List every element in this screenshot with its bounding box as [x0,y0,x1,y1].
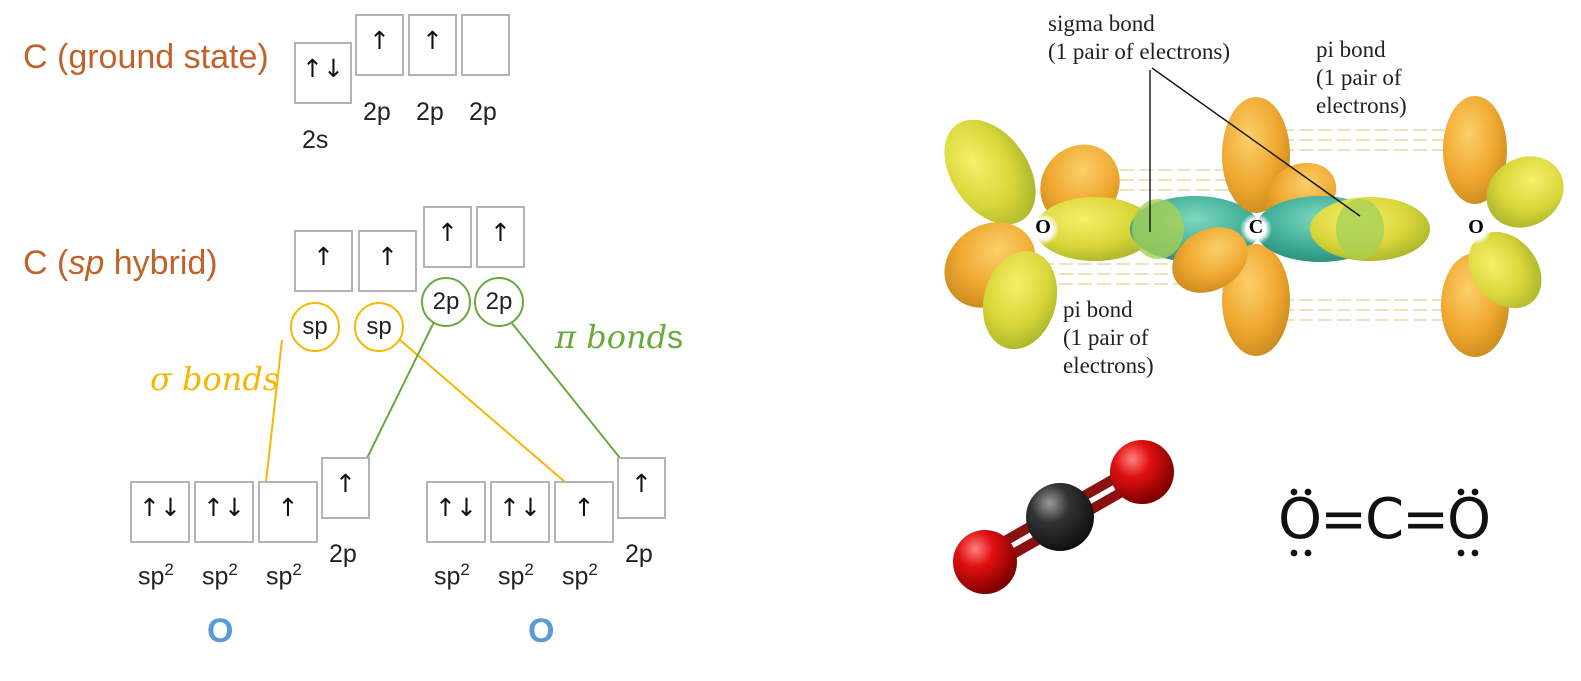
o1-atom-label: O [207,612,234,650]
sigma-overlap-right [1336,199,1384,259]
o2-label-1: sp2 [434,560,470,591]
ground-2p-label-3: 2p [469,98,497,126]
ground-2p-box-1: ↑ [355,14,404,76]
o1-box-3: ↑ [258,481,318,543]
sp-2p-box-2: ↑ [476,206,525,268]
o2-label-4: 2p [625,540,653,568]
lewis-lone-pairs [1290,488,1479,557]
o2-box-1: ↑↓ [426,481,486,543]
o1-label-3: sp2 [266,560,302,591]
left-oxygen-lobes [944,119,1155,350]
ground-2p-box-3 [461,14,510,76]
ground-2p-label-1: 2p [363,98,391,126]
sigma-overlap-left [1132,199,1184,259]
sigma-bond-callout: sigma bond (1 pair of electrons) [1048,11,1231,64]
atom-c [1240,213,1272,245]
ground-2s-box: ↑↓ [294,42,352,104]
o2-label-3: sp2 [562,560,598,591]
sigma-bonds-label: σ bonds [150,360,280,398]
o2-box-4: ↑ [617,457,666,519]
pi-bond-bottom-callout: pi bond (1 pair of electrons) [1063,297,1154,378]
pi-line-right [510,321,621,459]
sp-hybrid-title: C (sp hybrid) [23,244,218,282]
atom-c-label: C [1248,216,1264,238]
o1-label-4: 2p [329,540,357,568]
atom-o-right-label: O [1468,216,1484,238]
ball-carbon [1026,483,1094,551]
o2-label-2: sp2 [498,560,534,591]
sp-2p-box-1: ↑ [423,206,472,268]
2p-circle-2: 2p [474,277,524,327]
atom-o-right [1460,213,1492,245]
pi-bonds-label: π bonds [555,318,684,356]
o1-box-4: ↑ [321,457,370,519]
ball-oxygen-bottom [953,530,1017,594]
2p-circle-1: 2p [421,277,471,327]
right-oxygen-lobes [1441,96,1564,357]
ground-state-title: C (ground state) [23,38,269,76]
pi-bond-top-callout: pi bond (1 pair of electrons) [1316,37,1407,118]
pointer-lines [1149,67,1361,232]
ball-oxygen-top [1110,440,1174,504]
lewis-structure: O=C=O [1278,487,1491,552]
o1-box-2: ↑↓ [194,481,254,543]
ground-2p-label-2: 2p [416,98,444,126]
sp-box-2: ↑ [358,230,417,292]
sp-circle-1: sp [290,302,340,352]
ground-2s-label: 2s [302,126,329,154]
o1-label-1: sp2 [138,560,174,591]
sigma-line-right [399,339,566,483]
sigma-line-left [265,339,283,483]
o2-box-3: ↑ [554,481,614,543]
atom-o-left [1027,213,1059,245]
sp-box-1: ↑ [294,230,353,292]
o2-atom-label: O [528,612,555,650]
pi-line-left [366,321,435,459]
ground-2p-box-2: ↑ [408,14,457,76]
atom-o-left-label: O [1035,216,1051,238]
o1-box-1: ↑↓ [130,481,190,543]
sp-circle-2: sp [354,302,404,352]
pi-overlap-dashes [1040,129,1445,321]
o1-label-2: sp2 [202,560,238,591]
ball-and-stick-co2 [953,440,1174,594]
o2-box-2: ↑↓ [490,481,550,543]
carbon-lobes [1172,97,1337,356]
